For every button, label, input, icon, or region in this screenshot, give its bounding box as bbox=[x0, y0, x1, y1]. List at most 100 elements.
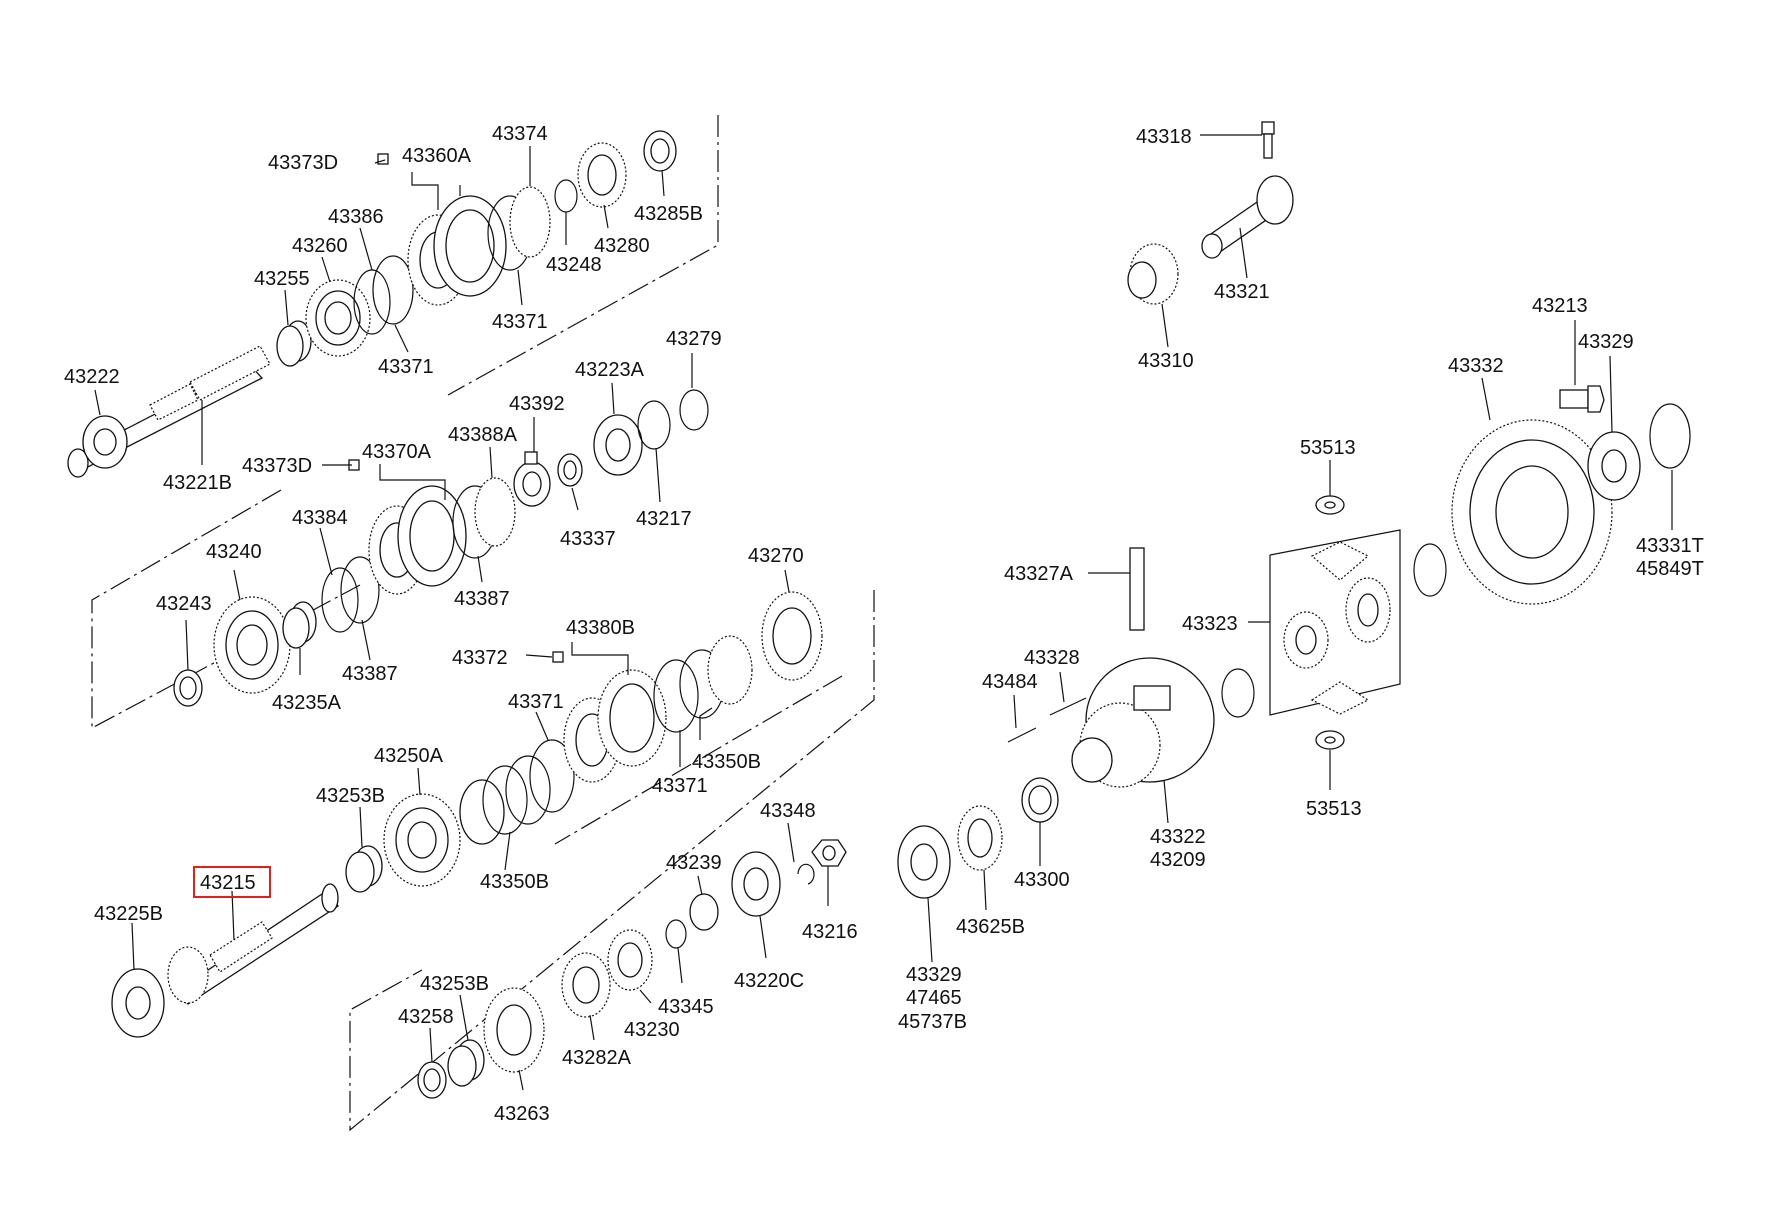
part-43350B-synchro-ring-a[interactable] bbox=[459, 755, 551, 845]
part-43255-needle-bearing[interactable] bbox=[276, 320, 312, 367]
label-43318[interactable]: 43318 bbox=[1136, 126, 1192, 148]
label-43260[interactable]: 43260 bbox=[292, 235, 348, 257]
label-45737B[interactable]: 45737B bbox=[898, 1011, 967, 1033]
label-43213[interactable]: 43213 bbox=[1532, 295, 1588, 317]
label-43337[interactable]: 43337 bbox=[560, 528, 616, 550]
label-43258[interactable]: 43258 bbox=[398, 1006, 454, 1028]
part-43374-ring[interactable] bbox=[509, 186, 551, 258]
label-43345[interactable]: 43345 bbox=[658, 996, 714, 1018]
label-43253B-b[interactable]: 43253B bbox=[420, 973, 489, 995]
part-43337-bushing[interactable] bbox=[557, 453, 583, 487]
part-43371-ring-c[interactable] bbox=[529, 739, 575, 813]
label-43350B-a[interactable]: 43350B bbox=[692, 751, 761, 773]
label-47465[interactable]: 47465 bbox=[906, 987, 962, 1009]
part-43285B-bearing[interactable] bbox=[643, 130, 677, 172]
label-43215[interactable]: 43215 bbox=[200, 872, 256, 894]
label-43243[interactable]: 43243 bbox=[156, 593, 212, 615]
part-43223A-bearing[interactable] bbox=[593, 414, 643, 476]
part-43323-side-gear-left[interactable] bbox=[1283, 611, 1329, 669]
part-43235A-needle-bearing[interactable] bbox=[282, 601, 317, 649]
label-43329-b[interactable]: 43329 bbox=[1578, 331, 1634, 353]
label-43388A[interactable]: 43388A bbox=[448, 424, 518, 446]
label-43230[interactable]: 43230 bbox=[624, 1019, 680, 1041]
label-43321[interactable]: 43321 bbox=[1214, 281, 1270, 303]
label-43386[interactable]: 43386 bbox=[328, 206, 384, 228]
part-43310-driven-gear[interactable] bbox=[1127, 243, 1179, 305]
part-43217-snap-ring[interactable] bbox=[637, 400, 671, 450]
part-43392-collar[interactable] bbox=[513, 451, 551, 507]
label-43239[interactable]: 43239 bbox=[666, 852, 722, 874]
label-43371-a[interactable]: 43371 bbox=[378, 356, 434, 378]
label-43373D-b[interactable]: 43373D bbox=[242, 455, 312, 477]
label-43380B[interactable]: 43380B bbox=[566, 617, 635, 639]
part-43371-ring-d[interactable] bbox=[653, 659, 699, 733]
part-43225B-bearing[interactable] bbox=[111, 968, 165, 1038]
part-43240-gear[interactable] bbox=[213, 596, 291, 694]
part-43260-gear[interactable] bbox=[305, 279, 371, 357]
label-43221B[interactable]: 43221B bbox=[163, 472, 232, 494]
part-43263-gear[interactable] bbox=[483, 987, 545, 1073]
part-43328-pin[interactable] bbox=[1049, 697, 1087, 716]
label-43371-c[interactable]: 43371 bbox=[508, 691, 564, 713]
part-43323-side-gear[interactable] bbox=[1345, 577, 1391, 643]
label-43255[interactable]: 43255 bbox=[254, 268, 310, 290]
label-43329-a[interactable]: 43329 bbox=[906, 964, 962, 986]
part-43215-shaft[interactable] bbox=[167, 883, 339, 1005]
part-43350B-synchro-ring-b[interactable] bbox=[679, 635, 753, 719]
part-43253B-needle-bearing-b[interactable] bbox=[447, 1039, 485, 1087]
part-43388A-ring[interactable] bbox=[474, 477, 516, 547]
label-43253B-a[interactable]: 43253B bbox=[316, 785, 385, 807]
part-43239-bushing[interactable] bbox=[689, 893, 719, 931]
label-43331T[interactable]: 43331T bbox=[1636, 535, 1704, 557]
label-43285B[interactable]: 43285B bbox=[634, 203, 703, 225]
part-43300-seal[interactable] bbox=[1021, 777, 1059, 823]
part-43370A-synchro-hub[interactable] bbox=[368, 485, 467, 595]
part-43384-ring[interactable] bbox=[321, 567, 359, 633]
label-43280[interactable]: 43280 bbox=[594, 235, 650, 257]
label-43248[interactable]: 43248 bbox=[546, 254, 602, 276]
part-43345-snap-ring[interactable] bbox=[665, 919, 687, 949]
label-43240[interactable]: 43240 bbox=[206, 541, 262, 563]
part-43243-bushing[interactable] bbox=[173, 669, 203, 707]
part-43327A-pinion-shaft[interactable] bbox=[1129, 547, 1145, 631]
label-43220C[interactable]: 43220C bbox=[734, 970, 804, 992]
label-43323[interactable]: 43323 bbox=[1182, 613, 1238, 635]
label-43374[interactable]: 43374 bbox=[492, 123, 548, 145]
part-43360A-synchro-hub[interactable] bbox=[407, 195, 507, 306]
label-43371-b[interactable]: 43371 bbox=[492, 311, 548, 333]
label-43270[interactable]: 43270 bbox=[748, 545, 804, 567]
part-43323-pinion-gear-bottom[interactable] bbox=[1310, 681, 1370, 715]
label-43372[interactable]: 43372 bbox=[452, 647, 508, 669]
part-43220C-bearing[interactable] bbox=[731, 851, 781, 917]
part-43253B-needle-bearing-a[interactable] bbox=[345, 845, 383, 893]
part-43213-bolt[interactable] bbox=[1559, 385, 1605, 413]
label-43209[interactable]: 43209 bbox=[1150, 849, 1206, 871]
part-43230-gear[interactable] bbox=[607, 929, 653, 991]
part-53513-washer-bottom[interactable] bbox=[1315, 730, 1345, 750]
part-43270-gear[interactable] bbox=[761, 591, 823, 681]
part-43372-key[interactable] bbox=[552, 651, 564, 663]
label-43328[interactable]: 43328 bbox=[1024, 647, 1080, 669]
part-43321-speedometer-sleeve[interactable] bbox=[1201, 175, 1294, 259]
part-43331T-shim[interactable] bbox=[1649, 403, 1691, 469]
label-53513-a[interactable]: 53513 bbox=[1300, 437, 1356, 459]
part-43348-clip[interactable] bbox=[797, 863, 815, 885]
label-43373D-a[interactable]: 43373D bbox=[268, 152, 338, 174]
part-43373D-key-a[interactable] bbox=[377, 153, 389, 165]
part-43625B-gear[interactable] bbox=[957, 805, 1003, 871]
label-43250A[interactable]: 43250A bbox=[374, 745, 444, 767]
label-43282A[interactable]: 43282A bbox=[562, 1047, 632, 1069]
part-43322-differential-case[interactable] bbox=[1071, 657, 1215, 788]
part-43216-nut[interactable] bbox=[811, 839, 847, 867]
label-43625B[interactable]: 43625B bbox=[956, 916, 1025, 938]
label-43310[interactable]: 43310 bbox=[1138, 350, 1194, 372]
label-43360A[interactable]: 43360A bbox=[402, 145, 472, 167]
label-43387-b[interactable]: 43387 bbox=[454, 588, 510, 610]
part-43323-pinion-gear-top[interactable] bbox=[1310, 541, 1370, 581]
label-43371-d[interactable]: 43371 bbox=[652, 775, 708, 797]
label-43350B-b[interactable]: 43350B bbox=[480, 871, 549, 893]
label-43300[interactable]: 43300 bbox=[1014, 869, 1070, 891]
label-43222[interactable]: 43222 bbox=[64, 366, 120, 388]
label-43332[interactable]: 43332 bbox=[1448, 355, 1504, 377]
label-43217[interactable]: 43217 bbox=[636, 508, 692, 530]
